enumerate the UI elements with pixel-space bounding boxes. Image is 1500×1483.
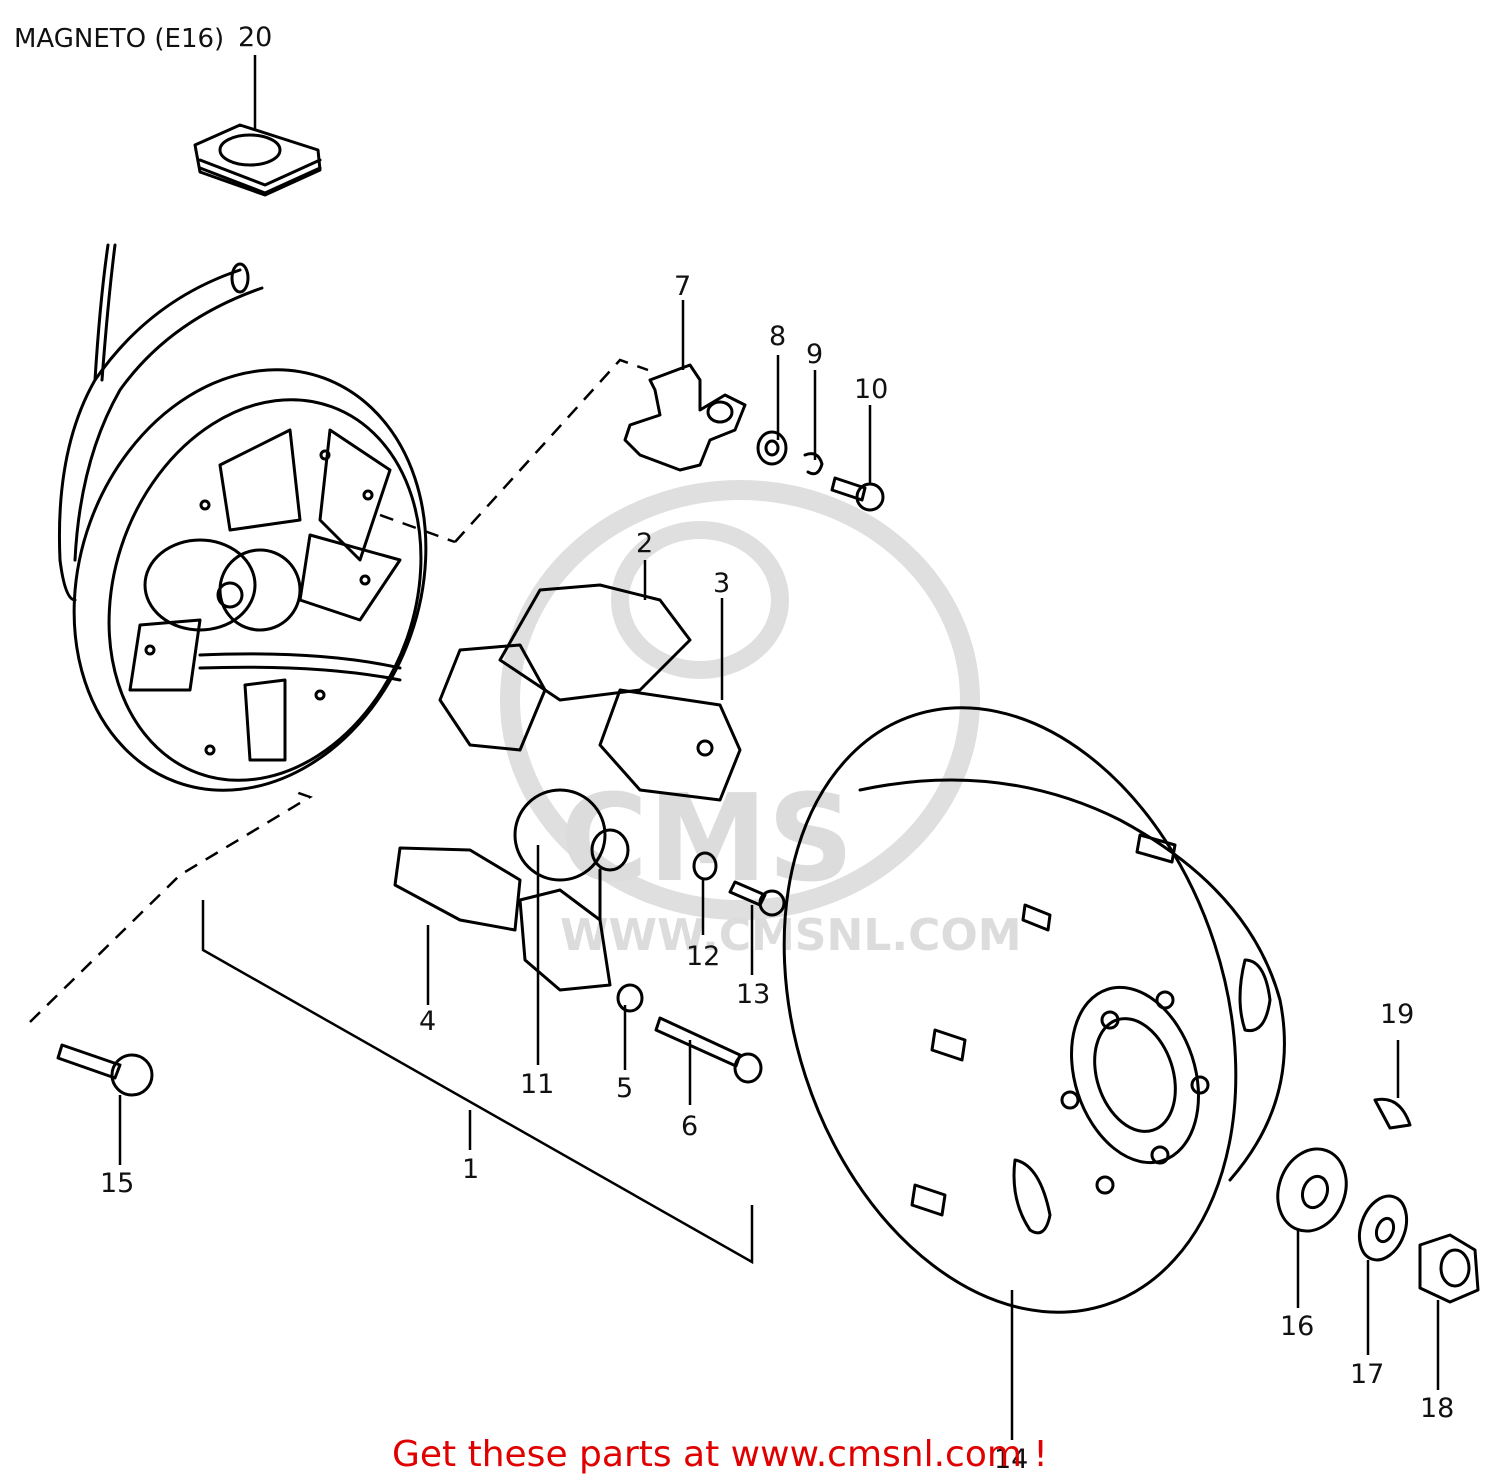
nut-part-18	[1418, 1233, 1480, 1304]
callout-5: 5	[616, 1073, 633, 1104]
coil-part-3	[598, 688, 742, 802]
flywheel-rotor-part-14	[782, 706, 1286, 1314]
watermark-logo: CMS WWW.CMSNL.COM	[500, 480, 1022, 961]
washer-part-16	[1276, 1147, 1348, 1233]
watermark-url-text: WWW.CMSNL.COM	[560, 910, 1022, 961]
stator-plate	[57, 243, 428, 792]
callout-17: 17	[1350, 1359, 1384, 1390]
grommet-part-20	[193, 123, 322, 197]
lock-washer-part-9	[803, 452, 824, 476]
callout-15: 15	[100, 1168, 134, 1199]
screw-part-6	[654, 1016, 763, 1084]
screw-part-13	[728, 880, 786, 917]
contact-breaker-part-7	[623, 363, 747, 472]
callout-4: 4	[419, 1006, 436, 1037]
watermark-logo-text: CMS	[560, 770, 854, 909]
washer-part-12	[692, 851, 718, 881]
lock-washer-part-17	[1357, 1194, 1409, 1262]
callout-3: 3	[713, 568, 730, 599]
callout-14: 14	[994, 1444, 1028, 1475]
washer-part-5	[616, 983, 644, 1013]
screw-part-15	[56, 1043, 154, 1097]
callout-11: 11	[520, 1069, 554, 1100]
leader-lines	[29, 55, 1440, 1440]
callout-19: 19	[1380, 999, 1414, 1030]
callout-2: 2	[636, 528, 653, 559]
callout-6: 6	[681, 1111, 698, 1142]
key-part-19	[1373, 1097, 1412, 1130]
footer-link-text[interactable]: Get these parts at www.cmsnl.com !	[392, 1434, 1048, 1475]
callout-20: 20	[238, 22, 272, 53]
callout-16: 16	[1280, 1311, 1314, 1342]
callout-7: 7	[674, 271, 691, 302]
callout-1: 1	[462, 1154, 479, 1185]
washer-part-8	[756, 430, 788, 466]
callout-12: 12	[686, 941, 720, 972]
condenser-part-11	[513, 788, 630, 922]
callout-9: 9	[806, 339, 823, 370]
callout-8: 8	[769, 321, 786, 352]
diagram-title: MAGNETO (E16)	[14, 24, 224, 54]
callout-18: 18	[1420, 1393, 1454, 1424]
callout-10: 10	[854, 374, 888, 405]
callout-labels: 20 7 8 9 10 2 3 12 13 4 11 5 6 1 15 19 1…	[100, 22, 1454, 1475]
lighting-coil-part-2	[438, 583, 692, 752]
coil-part-4	[393, 846, 612, 992]
callout-13: 13	[736, 979, 770, 1010]
